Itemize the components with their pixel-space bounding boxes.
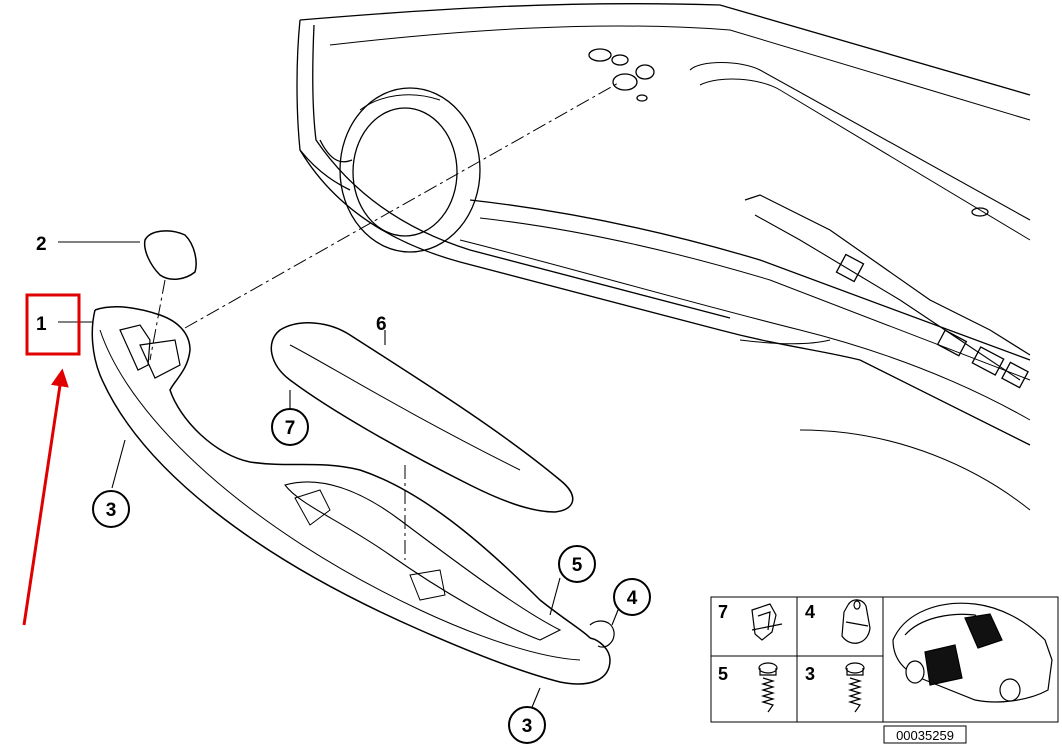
car-thumbnail-icon — [892, 602, 1053, 703]
cap-part — [143, 230, 197, 280]
callout-3a-circle — [92, 490, 130, 528]
callout-3a: 3 — [106, 500, 117, 521]
callout-5-circle — [558, 545, 596, 583]
callout-7-circle — [271, 408, 309, 446]
red-arrow — [22, 368, 69, 626]
switch-cavity — [119, 324, 151, 371]
callout-6: 6 — [376, 314, 387, 335]
armrest-base — [91, 305, 615, 685]
reference-number-box — [883, 725, 967, 744]
callout-4-circle — [613, 578, 651, 616]
highlight-box — [25, 293, 81, 356]
clip-icon — [751, 603, 783, 641]
armrest-pad — [270, 322, 574, 513]
leader-panel — [184, 81, 621, 329]
callouts: 2 1 6 7 3 5 4 3 — [36, 234, 651, 744]
speaker-inner — [352, 107, 458, 237]
grommet-icon — [841, 599, 871, 644]
callout-7: 7 — [285, 418, 296, 439]
leader-cap — [149, 279, 166, 361]
screw-icon-2 — [845, 662, 865, 713]
grommet-4 — [589, 620, 615, 648]
legend-label-5: 5 — [718, 664, 728, 684]
reference-number: 00035259 — [896, 728, 954, 743]
callout-leaders — [58, 241, 621, 713]
legend-label-7: 7 — [718, 602, 728, 622]
speaker-outer — [339, 87, 481, 253]
door-panel — [296, 3, 1031, 511]
callout-3b: 3 — [522, 716, 533, 737]
legend-label-4: 4 — [805, 602, 815, 622]
callout-3b-circle — [508, 706, 546, 744]
leader-5 — [549, 577, 561, 616]
leader-lines — [149, 81, 621, 560]
callout-1: 1 — [36, 314, 47, 335]
callout-2: 2 — [36, 234, 47, 255]
callout-5: 5 — [572, 555, 583, 576]
legend-label-3: 3 — [805, 664, 815, 684]
callout-4: 4 — [627, 588, 638, 609]
leader-3a — [111, 439, 126, 489]
legend-panel: 7 4 5 3 — [710, 596, 1059, 723]
screw-icon — [758, 662, 778, 713]
